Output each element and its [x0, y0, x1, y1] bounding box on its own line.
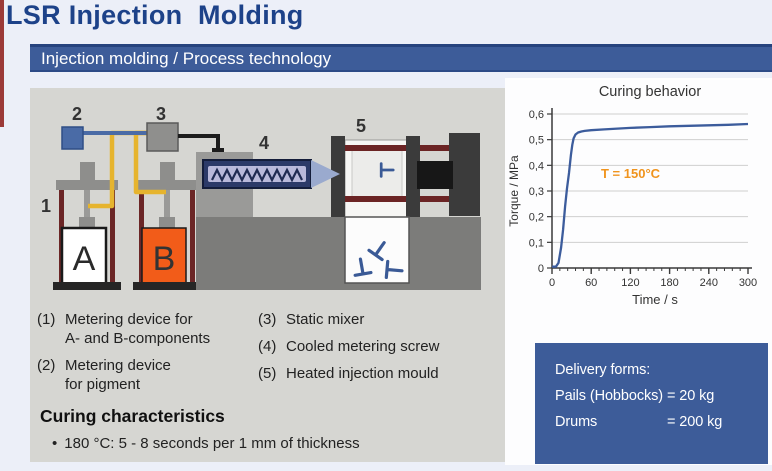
screw-arrow-tip: [311, 160, 340, 188]
item-text: Static mixer: [286, 311, 365, 328]
component-list: (1) Metering device for A- and B-compone…: [37, 310, 439, 402]
item-text: Metering device for A- and B-components: [65, 311, 211, 347]
list-item: (5) Heated injection mould: [258, 364, 439, 383]
cooled-metering-screw: [202, 159, 340, 189]
drum-b: [141, 227, 187, 285]
callout-labels: 1 2 3 4 5: [41, 104, 366, 216]
callout-2: 2: [72, 104, 82, 124]
y-tick-label: 0,1: [529, 237, 544, 249]
section-header-bar: Injection molding / Process technology: [30, 44, 772, 72]
callout-1: 1: [41, 196, 51, 216]
left-accent-strip: [0, 0, 4, 127]
curing-characteristics-heading: Curing characteristics: [40, 406, 225, 426]
static-mixer: [146, 122, 179, 152]
metering-pump-b: B: [133, 162, 201, 290]
section-header-label: Injection molding / Process technology: [41, 49, 332, 68]
chart-title: Curing behavior: [598, 84, 702, 100]
list-item: (1) Metering device for A- and B-compone…: [37, 310, 258, 348]
delivery-row: Pails (Hobbocks) = 20 kg: [555, 388, 768, 404]
injection-mould: [331, 133, 480, 218]
y-tick-label: 0,5: [529, 135, 544, 147]
x-tick-label: 0: [549, 277, 555, 289]
curing-curve: [552, 122, 749, 268]
process-panel: A B: [30, 88, 505, 462]
y-tick-label: 0,4: [529, 160, 544, 172]
y-tick-label: 0,3: [529, 186, 544, 198]
item-text: Heated injection mould: [286, 365, 439, 382]
delivery-row: Drums = 200 kg: [555, 414, 768, 430]
x-tick-label: 300: [739, 277, 757, 289]
machine-bed: [196, 217, 481, 290]
clamp-block: [417, 161, 453, 189]
delivery-forms-heading: Delivery forms:: [555, 362, 651, 378]
drum-b-label: B: [153, 240, 176, 278]
item-number: (3): [258, 311, 277, 328]
item-number: (1): [37, 311, 56, 328]
x-tick-label: 120: [621, 277, 639, 289]
delivery-label: Pails (Hobbocks): [555, 388, 663, 404]
parts-bin: [344, 216, 410, 284]
item-text: Metering device for pigment: [65, 357, 171, 393]
drum-a-label: A: [73, 240, 96, 278]
platen-right: [449, 133, 480, 216]
process-diagram: A B: [41, 104, 481, 290]
item-number: (2): [37, 357, 56, 374]
x-axis-label: Time / s: [632, 292, 678, 307]
delivery-value: = 20 kg: [667, 388, 715, 404]
callout-4: 4: [259, 133, 269, 153]
callout-3: 3: [156, 104, 166, 124]
bullet-glyph: •: [52, 435, 58, 452]
screw-flights: [211, 167, 303, 183]
curing-behavior-chart: 0 0,1 0,2 0,3 0,4 0,5 0,6 0 60 120 180 240 300 T = 15…: [507, 108, 757, 307]
callout-5: 5: [356, 116, 366, 136]
y-tick-label: 0: [538, 263, 544, 275]
item-number: (5): [258, 365, 277, 382]
right-panel: Curing behavior 0 0,1 0,2 0,3 0,4 0,5 0,6 0 60 12…: [505, 78, 772, 465]
delivery-forms-box: Delivery forms: Pails (Hobbocks) = 20 kg…: [535, 343, 768, 464]
item-text: Cooled metering screw: [286, 338, 440, 355]
item-number: (4): [258, 338, 277, 355]
y-tick-label: 0,6: [529, 109, 544, 121]
moulded-part-in-cavity: [379, 162, 395, 178]
page-title: LSR Injection Molding: [6, 0, 304, 30]
pigment-metering-device: [61, 126, 84, 150]
delivery-label: Drums: [555, 414, 598, 430]
x-tick-label: 60: [585, 277, 597, 289]
list-item: (2) Metering device for pigment: [37, 356, 258, 394]
metering-pump-a: A: [53, 162, 121, 290]
temperature-annotation: T = 150°C: [601, 166, 661, 181]
platen-middle: [406, 136, 420, 217]
list-item: (3) Static mixer: [258, 310, 439, 329]
y-axis-label: Torque / MPa: [507, 155, 521, 227]
x-tick-label: 240: [700, 277, 718, 289]
y-tick-label: 0,2: [529, 212, 544, 224]
curing-characteristics-bullet: •180 °C: 5 - 8 seconds per 1 mm of thick…: [52, 435, 360, 452]
platen-left: [331, 136, 345, 217]
delivery-value: = 200 kg: [667, 414, 723, 430]
x-tick-label: 180: [660, 277, 678, 289]
list-item: (4) Cooled metering screw: [258, 337, 439, 356]
